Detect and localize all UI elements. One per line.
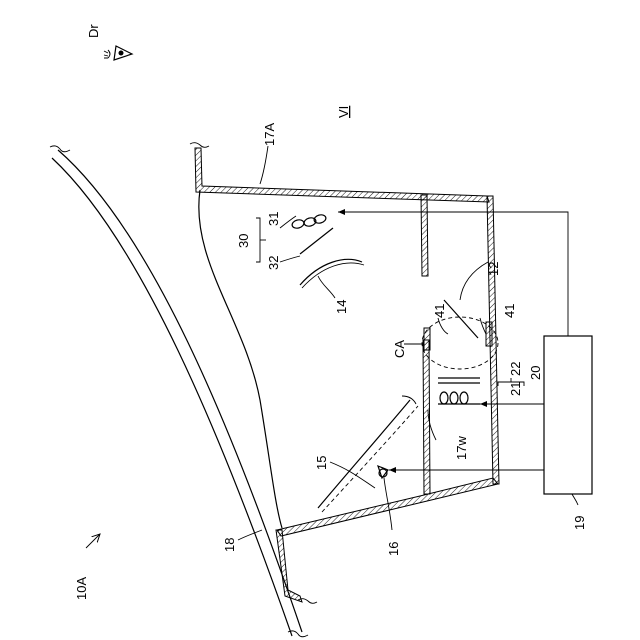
eye-icon: [104, 46, 132, 60]
label-14: 14: [334, 300, 349, 314]
label-31: 31: [266, 212, 281, 226]
label-21: 21: [508, 382, 523, 396]
label-12: 12: [486, 262, 501, 276]
label-16: 16: [386, 542, 401, 556]
label-32: 32: [266, 256, 281, 270]
label-41-right: 41: [502, 304, 517, 318]
label-10a: 10A: [74, 577, 89, 600]
label-41-left: 41: [432, 304, 447, 318]
label-ca: CA: [392, 340, 407, 358]
label-17a: 17A: [262, 123, 277, 146]
leader-lines: [86, 146, 578, 548]
label-19: 19: [572, 516, 587, 530]
label-15: 15: [314, 456, 329, 470]
label-dr: Dr: [86, 24, 101, 38]
label-30: 30: [236, 234, 251, 248]
label-20: 20: [528, 366, 543, 380]
label-17w: 17w: [454, 436, 469, 460]
label-22: 22: [508, 362, 523, 376]
label-vi: VI: [336, 106, 351, 118]
label-18: 18: [222, 538, 237, 552]
